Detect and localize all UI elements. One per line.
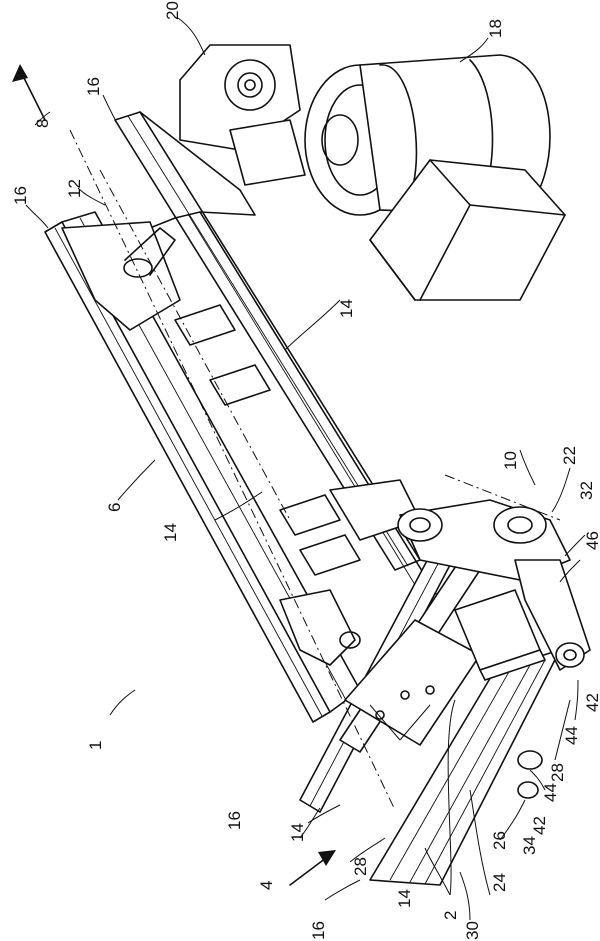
label-30: 30 bbox=[463, 921, 482, 940]
label-1: 1 bbox=[86, 741, 105, 750]
direction-arrows bbox=[12, 64, 336, 886]
label-22: 22 bbox=[560, 446, 579, 465]
label-14d: 14 bbox=[395, 889, 414, 908]
label-44a: 44 bbox=[562, 726, 581, 745]
label-24: 24 bbox=[490, 873, 509, 892]
label-42a: 42 bbox=[583, 693, 600, 712]
label-32: 32 bbox=[577, 481, 596, 500]
label-18: 18 bbox=[486, 19, 505, 38]
label-10: 10 bbox=[501, 451, 520, 470]
label-28a: 28 bbox=[548, 763, 567, 782]
label-20: 20 bbox=[163, 1, 182, 20]
axis-lines bbox=[69, 129, 561, 811]
label-16c: 16 bbox=[225, 811, 244, 830]
reference-numerals: 1 2 4 6 8 10 12 14 14 14 14 16 16 16 16 … bbox=[11, 1, 600, 940]
label-16a: 16 bbox=[84, 77, 103, 96]
label-14a: 14 bbox=[337, 299, 356, 318]
label-16d: 16 bbox=[309, 921, 328, 940]
label-8: 8 bbox=[33, 119, 52, 128]
label-4: 4 bbox=[257, 881, 276, 890]
label-34: 34 bbox=[520, 836, 539, 855]
leader-lines bbox=[25, 17, 586, 921]
label-16b: 16 bbox=[11, 186, 30, 205]
label-26: 26 bbox=[490, 831, 509, 850]
label-2: 2 bbox=[441, 911, 460, 920]
label-14b: 14 bbox=[161, 523, 180, 542]
label-6: 6 bbox=[105, 503, 124, 512]
label-46: 46 bbox=[583, 531, 600, 550]
motor-assembly bbox=[179, 44, 566, 301]
label-42b: 42 bbox=[530, 816, 549, 835]
label-28b: 28 bbox=[351, 857, 370, 876]
label-44b: 44 bbox=[541, 783, 560, 802]
label-14c: 14 bbox=[288, 823, 307, 842]
front-slide-assembly bbox=[299, 499, 591, 886]
label-12: 12 bbox=[65, 179, 84, 198]
